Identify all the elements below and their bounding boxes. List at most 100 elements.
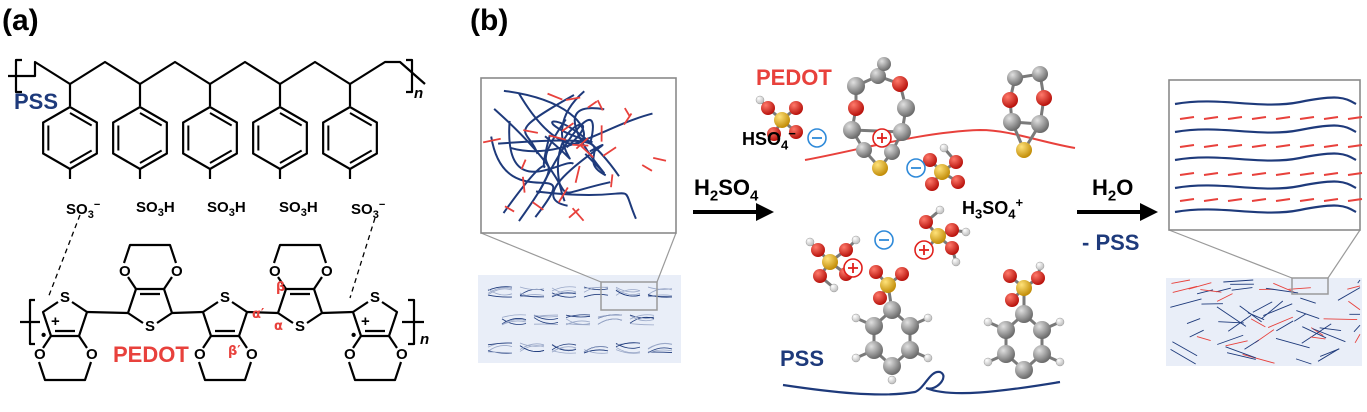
pedot-segment (557, 187, 569, 203)
aligned-chains (1174, 96, 1363, 214)
oxygen-atom (925, 177, 939, 191)
c-o-bond (202, 335, 212, 349)
thiophene-ring (126, 287, 174, 324)
oxygen-atom: O (269, 263, 281, 280)
cluster-strand (565, 323, 591, 326)
so3-minus-1: SO3− (66, 199, 101, 221)
carbon-atom (1031, 115, 1049, 133)
cluster-strand (615, 346, 641, 354)
mesh-strand (1200, 289, 1222, 293)
carbon-atom (1007, 70, 1023, 86)
oxygen-atom (848, 100, 864, 116)
cluster-strand (647, 294, 673, 298)
carbon-atom (901, 341, 919, 359)
benzene-ring (112, 105, 168, 171)
oxygen-atom: O (246, 346, 258, 363)
cluster-strand (519, 343, 545, 350)
pss-backbone (8, 60, 426, 86)
oxygen-atom (1031, 271, 1045, 285)
hydrogen-atom (961, 227, 971, 237)
pedot-segment (571, 207, 585, 222)
beta-label: β (276, 280, 286, 295)
cluster-strand (533, 314, 559, 320)
mesh-strand (1319, 327, 1342, 331)
aligned-pedot-segment (1251, 144, 1267, 148)
cluster-strand (647, 349, 673, 354)
carbon-atom (901, 317, 919, 335)
aligned-pedot-segment (1179, 198, 1195, 202)
cluster-strand (501, 318, 527, 325)
cluster-strand (583, 286, 609, 291)
thiophene-ring (276, 287, 324, 324)
oxygen-atom (873, 291, 887, 305)
cluster-strand (565, 318, 591, 325)
cluster-strand (615, 289, 641, 297)
hydrogen-atom (887, 375, 897, 385)
sulfur-atom (1016, 280, 1032, 296)
ionic-interaction-right (349, 217, 376, 299)
pss-chain (544, 90, 585, 160)
aligned-pedot-segment (1275, 198, 1291, 202)
zoom-source-box (600, 281, 658, 311)
aligned-pedot-segment (1347, 172, 1363, 176)
cluster-strand (533, 314, 559, 318)
mesh-strand (1295, 358, 1312, 365)
mesh-strand (1310, 336, 1326, 340)
oxygen-atom (813, 269, 827, 283)
mesh-strand (1186, 318, 1201, 324)
hydrogen-atom (1035, 261, 1045, 271)
sulfur-atom (934, 164, 950, 180)
aligned-pedot-segment (1275, 172, 1291, 176)
aligned-pedot-segment (1347, 198, 1363, 202)
hydrogen-atom (851, 235, 861, 245)
aligned-pedot-segment (1227, 172, 1243, 176)
cluster-strand (487, 288, 513, 296)
oxygen-atom: O (396, 346, 408, 363)
cluster-strand (487, 351, 513, 354)
pedot-segment (504, 205, 515, 213)
c-o-bond (42, 335, 52, 349)
thiophene-ring (351, 301, 399, 338)
pss-chain (493, 108, 611, 194)
cluster-strand (615, 286, 641, 293)
cluster-strand (487, 345, 513, 352)
cluster-strand (565, 314, 591, 318)
cluster-strand (519, 295, 545, 298)
pedot-segment (482, 137, 501, 144)
mesh-strand (1227, 314, 1252, 332)
pedot-segment (532, 201, 544, 211)
ring-double-bond (349, 149, 373, 164)
oxygen-atom (767, 127, 781, 141)
pedot-name-b: PEDOT (756, 65, 832, 90)
pedot-segment (575, 137, 589, 150)
thiophene-ring (41, 301, 89, 338)
cluster-strand (487, 342, 513, 346)
pedot-segment (652, 157, 667, 162)
benzene-ring (322, 105, 378, 171)
oxygen-atom (951, 175, 965, 189)
hydrogen-atom (983, 357, 993, 367)
aligned-pedot-segment (1251, 116, 1267, 120)
so3-minus-2: SO3− (351, 199, 386, 221)
mesh-strand (1225, 340, 1248, 347)
carbon-atom (883, 357, 901, 375)
pedot-segment (523, 129, 539, 134)
cluster-strand (487, 288, 513, 296)
hydrogen-atom (851, 313, 861, 323)
aligned-pedot-segment (1227, 198, 1243, 202)
cluster-strand (551, 344, 577, 352)
mesh-strand (1218, 321, 1244, 324)
cluster-strand (551, 290, 577, 297)
polaron-charge: + (51, 313, 60, 330)
cluster-strand (647, 347, 673, 354)
oxygen-atom (811, 243, 825, 257)
so3h-3: SO3H (279, 199, 318, 219)
cluster-strand (629, 314, 655, 320)
hydrogen-atom (1055, 317, 1065, 327)
pedot-segment (561, 122, 574, 132)
pedot-structure (20, 243, 424, 382)
aligned-pedot-segment (1251, 198, 1267, 202)
hydrogen-atom (923, 353, 933, 363)
pedot-segment (574, 165, 581, 183)
zoom-line-right-a (1168, 229, 1293, 279)
